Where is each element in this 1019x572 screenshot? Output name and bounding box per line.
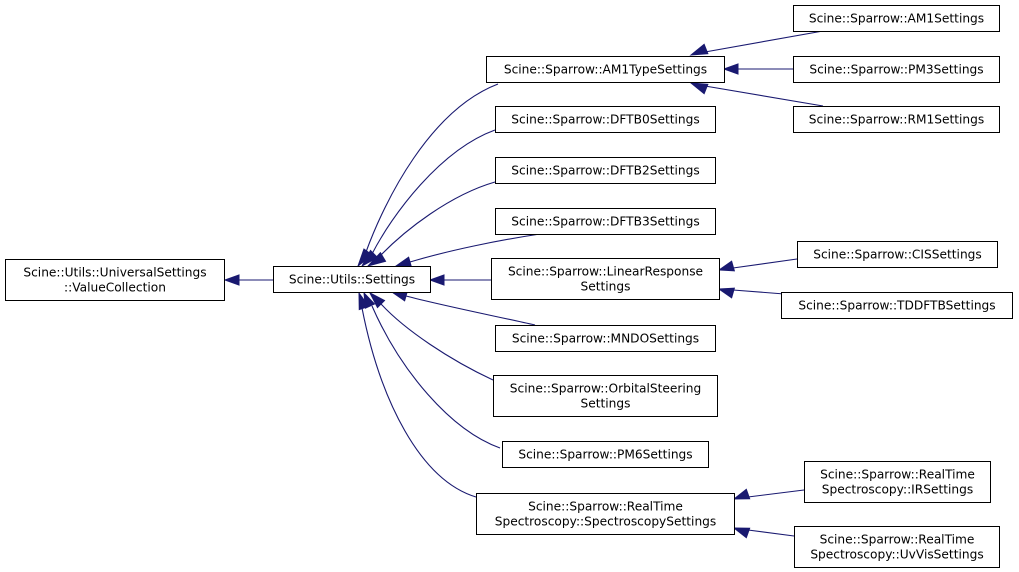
- class-name-line: Scine::Sparrow::RealTime: [820, 533, 975, 547]
- class-node-box: [794, 526, 1000, 568]
- class-name-line: Scine::Sparrow::MNDOSettings: [512, 332, 699, 346]
- class-node-box: [797, 241, 998, 268]
- class-name-line: Spectroscopy::IRSettings: [822, 483, 973, 497]
- inheritance-arrowhead: [358, 291, 370, 311]
- inheritance-edge-spectroscopy: [358, 291, 477, 498]
- class-name-line: Settings: [581, 280, 631, 294]
- inheritance-edge-cis: [717, 258, 798, 272]
- class-node-dftb3[interactable]: Scine::Sparrow::DFTB3Settings: [495, 208, 716, 235]
- inheritance-edge-pm6: [363, 291, 501, 449]
- inheritance-arrowhead: [360, 249, 379, 268]
- inheritance-arrowhead: [717, 287, 736, 299]
- inheritance-arrowhead: [366, 251, 387, 267]
- inheritance-edge-am1type: [356, 83, 499, 268]
- inheritance-arrowhead: [394, 256, 413, 268]
- class-name-line: Scine::Utils::Settings: [289, 273, 415, 287]
- class-node-tddftb[interactable]: Scine::Sparrow::TDDFTBSettings: [781, 292, 1013, 319]
- class-name-line: Spectroscopy::SpectroscopySettings: [495, 515, 717, 529]
- class-node-uvvis[interactable]: Scine::Sparrow::RealTimeSpectroscopy::Uv…: [794, 526, 1000, 568]
- inheritance-edge-linear_response: [428, 274, 491, 286]
- class-name-line: Spectroscopy::UvVisSettings: [810, 548, 983, 562]
- class-node-mndo[interactable]: Scine::Sparrow::MNDOSettings: [495, 325, 716, 352]
- class-node-am1[interactable]: Scine::Sparrow::AM1Settings: [793, 5, 1000, 32]
- class-node-rm1[interactable]: Scine::Sparrow::RM1Settings: [793, 106, 1000, 133]
- inheritance-arrowhead: [689, 82, 709, 95]
- class-name-line: Scine::Sparrow::PM6Settings: [518, 448, 692, 462]
- inheritance-arrowhead: [732, 527, 751, 539]
- inheritance-arrowhead: [732, 488, 751, 500]
- class-nodes: Scine::Utils::UniversalSettings::ValueCo…: [5, 5, 1013, 568]
- class-name-line: Scine::Sparrow::AM1Settings: [809, 12, 984, 26]
- inheritance-edges: [223, 30, 824, 539]
- class-node-box: [476, 493, 735, 535]
- class-node-box: [273, 266, 431, 293]
- class-node-box: [495, 106, 716, 133]
- class-name-line: Scine::Sparrow::AM1TypeSettings: [504, 63, 707, 77]
- class-node-box: [793, 5, 1000, 32]
- class-node-box: [493, 375, 718, 417]
- class-name-line: Scine::Sparrow::DFTB0Settings: [511, 113, 699, 127]
- inheritance-edge-am1: [689, 30, 824, 56]
- class-node-box: [793, 106, 1000, 133]
- class-name-line: Scine::Sparrow::DFTB3Settings: [511, 215, 699, 229]
- class-node-pm3[interactable]: Scine::Sparrow::PM3Settings: [793, 56, 1000, 83]
- inheritance-edge-uvvis: [732, 527, 795, 539]
- class-node-spectroscopy[interactable]: Scine::Sparrow::RealTimeSpectroscopy::Sp…: [476, 493, 735, 535]
- class-name-line: Scine::Sparrow::OrbitalSteering: [510, 382, 701, 396]
- class-name-line: Scine::Sparrow::TDDFTBSettings: [798, 299, 995, 313]
- inheritance-arrowhead: [368, 291, 386, 309]
- class-node-box: [486, 56, 725, 83]
- inheritance-arrowhead: [428, 274, 445, 286]
- class-node-cis[interactable]: Scine::Sparrow::CISSettings: [797, 241, 998, 268]
- inheritance-edge-dftb0: [360, 129, 496, 268]
- inheritance-edge-rm1: [689, 82, 824, 107]
- class-name-line: ::ValueCollection: [64, 281, 166, 295]
- inheritance-arrowhead: [689, 43, 709, 56]
- class-node-value-collection[interactable]: Scine::Utils::UniversalSettings::ValueCo…: [5, 259, 225, 301]
- class-node-box: [491, 258, 720, 300]
- inheritance-arrowhead: [717, 260, 736, 272]
- inheritance-arrowhead: [722, 63, 739, 75]
- inheritance-edge-settings-valuecollection: [223, 274, 273, 286]
- class-node-box: [804, 461, 991, 503]
- class-node-box: [495, 157, 716, 184]
- class-name-line: Scine::Utils::UniversalSettings: [23, 266, 206, 280]
- class-name-line: Scine::Sparrow::RM1Settings: [809, 113, 984, 127]
- inheritance-arrowhead: [223, 274, 240, 286]
- inheritance-edge-orbital_steering: [368, 291, 494, 381]
- class-name-line: Scine::Sparrow::RealTime: [820, 468, 975, 482]
- inheritance-edge-mndo: [390, 290, 536, 326]
- class-name-line: Scine::Sparrow::LinearResponse: [508, 265, 703, 279]
- class-node-dftb2[interactable]: Scine::Sparrow::DFTB2Settings: [495, 157, 716, 184]
- class-node-pm6[interactable]: Scine::Sparrow::PM6Settings: [502, 441, 709, 468]
- class-node-box: [495, 208, 716, 235]
- inheritance-edge-dftb2: [366, 181, 496, 267]
- class-name-line: Scine::Sparrow::PM3Settings: [809, 63, 983, 77]
- class-name-line: Scine::Sparrow::CISSettings: [813, 248, 982, 262]
- class-node-box: [495, 325, 716, 352]
- class-name-line: Scine::Sparrow::RealTime: [528, 500, 683, 514]
- class-name-line: Settings: [581, 397, 631, 411]
- class-node-ir[interactable]: Scine::Sparrow::RealTimeSpectroscopy::IR…: [804, 461, 991, 503]
- class-node-dftb0[interactable]: Scine::Sparrow::DFTB0Settings: [495, 106, 716, 133]
- class-node-am1type[interactable]: Scine::Sparrow::AM1TypeSettings: [486, 56, 725, 83]
- class-node-box: [781, 292, 1013, 319]
- class-node-box: [5, 259, 225, 301]
- class-node-box: [502, 441, 709, 468]
- inheritance-edge-ir: [732, 488, 805, 500]
- class-node-utils-settings[interactable]: Scine::Utils::Settings: [273, 266, 431, 293]
- inheritance-edge-dftb3: [394, 233, 541, 268]
- inheritance-edge-pm3: [722, 63, 793, 75]
- class-name-line: Scine::Sparrow::DFTB2Settings: [511, 164, 699, 178]
- class-node-box: [793, 56, 1000, 83]
